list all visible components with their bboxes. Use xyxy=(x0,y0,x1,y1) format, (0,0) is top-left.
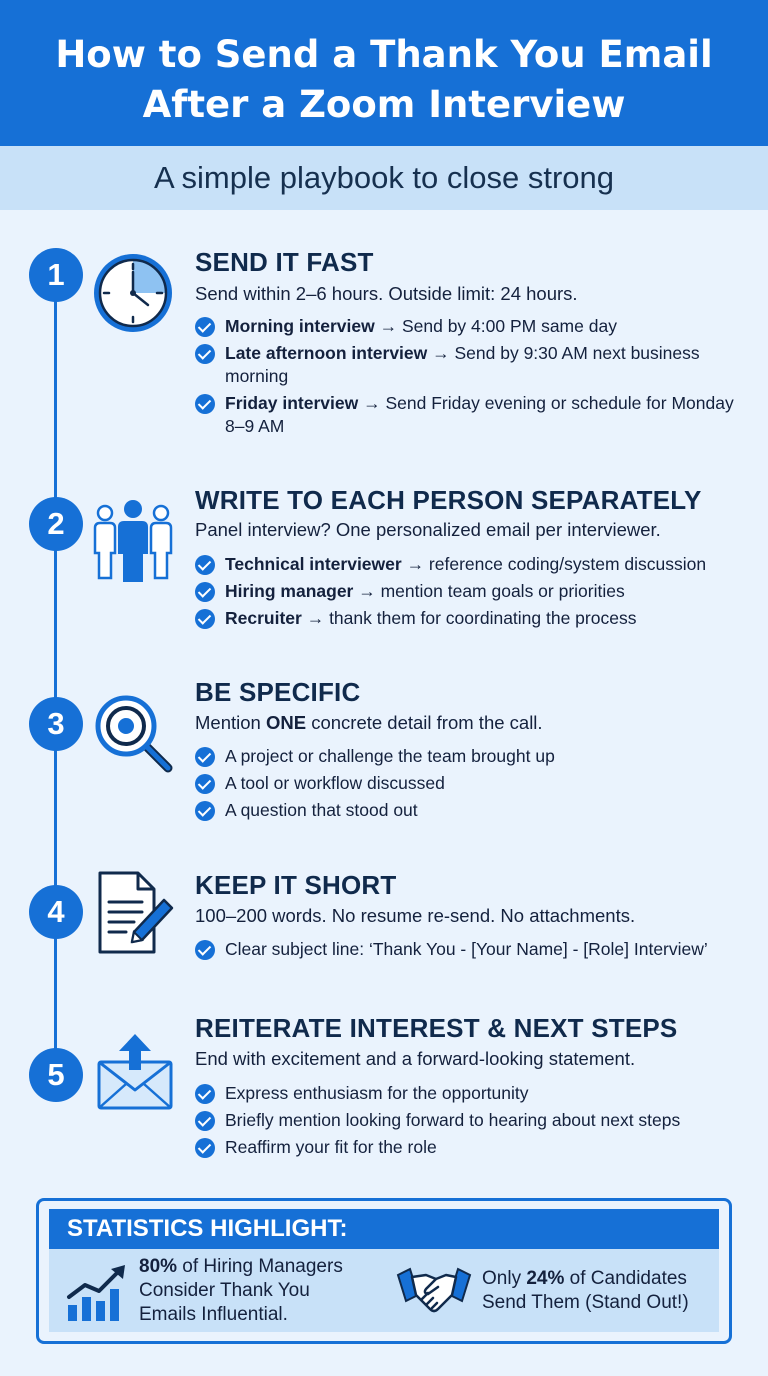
statistics-body: 80% of Hiring Managers Consider Thank Yo… xyxy=(49,1249,719,1332)
stat-left: 80% of Hiring Managers Consider Thank Yo… xyxy=(139,1256,343,1325)
list-item: A project or challenge the team brought … xyxy=(195,745,755,768)
magnifier-target-icon xyxy=(94,694,176,776)
check-icon xyxy=(195,1111,215,1131)
list-item: Express enthusiasm for the opportunity xyxy=(195,1082,755,1105)
timeline-line xyxy=(54,275,57,1077)
check-icon xyxy=(195,609,215,629)
list-item: Reaffirm your fit for the role xyxy=(195,1136,755,1159)
list-item: Clear subject line: ‘Thank You - [Your N… xyxy=(195,938,760,961)
check-icon xyxy=(195,582,215,602)
bullet-list-4: Clear subject line: ‘Thank You - [Your N… xyxy=(195,938,760,965)
list-item: Morning interview → Send by 4:00 PM same… xyxy=(195,315,755,338)
check-icon xyxy=(195,394,215,414)
title-line-2: After a Zoom Interview xyxy=(142,83,626,126)
people-icon xyxy=(92,498,174,584)
step-number-5: 5 xyxy=(29,1048,83,1102)
check-icon xyxy=(195,940,215,960)
list-item: Briefly mention looking forward to heari… xyxy=(195,1109,755,1132)
section-subtitle-3: Mention ONE concrete detail from the cal… xyxy=(195,712,543,733)
check-icon xyxy=(195,1138,215,1158)
section-subtitle-2: Panel interview? One personalized email … xyxy=(195,519,661,540)
statistics-heading: STATISTICS HIGHLIGHT: xyxy=(49,1209,719,1249)
section-subtitle-4: 100–200 words. No resume re-send. No att… xyxy=(195,905,636,926)
section-title-3: BE SPECIFIC xyxy=(195,677,361,707)
title-line-1: How to Send a Thank You Email xyxy=(55,33,713,76)
list-item: Friday interview → Send Friday evening o… xyxy=(195,392,755,438)
section-title-1: SEND IT FAST xyxy=(195,247,374,277)
page-title: How to Send a Thank You Email After a Zo… xyxy=(0,30,768,130)
bullet-list-5: Express enthusiasm for the opportunity B… xyxy=(195,1082,755,1163)
statistics-box: STATISTICS HIGHLIGHT: 80% of Hiring Mana… xyxy=(36,1198,732,1344)
section-subtitle-5: End with excitement and a forward-lookin… xyxy=(195,1048,636,1069)
step-number-1: 1 xyxy=(29,248,83,302)
document-pen-icon xyxy=(96,870,176,956)
section-title-4: KEEP IT SHORT xyxy=(195,870,397,900)
check-icon xyxy=(195,801,215,821)
growth-chart-icon xyxy=(65,1263,131,1323)
bullet-list-3: A project or challenge the team brought … xyxy=(195,745,755,826)
section-title-2: WRITE TO EACH PERSON SEPARATELY xyxy=(195,485,702,515)
step-number-4: 4 xyxy=(29,885,83,939)
step-number-3: 3 xyxy=(29,697,83,751)
step-number-2: 2 xyxy=(29,497,83,551)
list-item: A tool or workflow discussed xyxy=(195,772,755,795)
list-item: A question that stood out xyxy=(195,799,755,822)
list-item: Late afternoon interview → Send by 9:30 … xyxy=(195,342,755,388)
handshake-icon xyxy=(396,1265,472,1319)
section-subtitle-1: Send within 2–6 hours. Outside limit: 24… xyxy=(195,283,578,304)
bullet-list-2: Technical interviewer → reference coding… xyxy=(195,553,755,634)
check-icon xyxy=(195,344,215,364)
stat-right: Only 24% of Candidates Send Them (Stand … xyxy=(482,1268,689,1313)
list-item: Recruiter → thank them for coordinating … xyxy=(195,607,755,630)
clock-icon xyxy=(90,250,176,336)
list-item: Technical interviewer → reference coding… xyxy=(195,553,755,576)
list-item: Hiring manager → mention team goals or p… xyxy=(195,580,755,603)
check-icon xyxy=(195,747,215,767)
bullet-list-1: Morning interview → Send by 4:00 PM same… xyxy=(195,315,755,442)
header-banner xyxy=(0,0,768,146)
subtitle-bar xyxy=(0,146,768,210)
check-icon xyxy=(195,555,215,575)
envelope-upload-icon xyxy=(96,1032,176,1112)
page-subtitle: A simple playbook to close strong xyxy=(153,160,615,195)
check-icon xyxy=(195,1084,215,1104)
check-icon xyxy=(195,317,215,337)
section-title-5: REITERATE INTEREST & NEXT STEPS xyxy=(195,1013,678,1043)
check-icon xyxy=(195,774,215,794)
